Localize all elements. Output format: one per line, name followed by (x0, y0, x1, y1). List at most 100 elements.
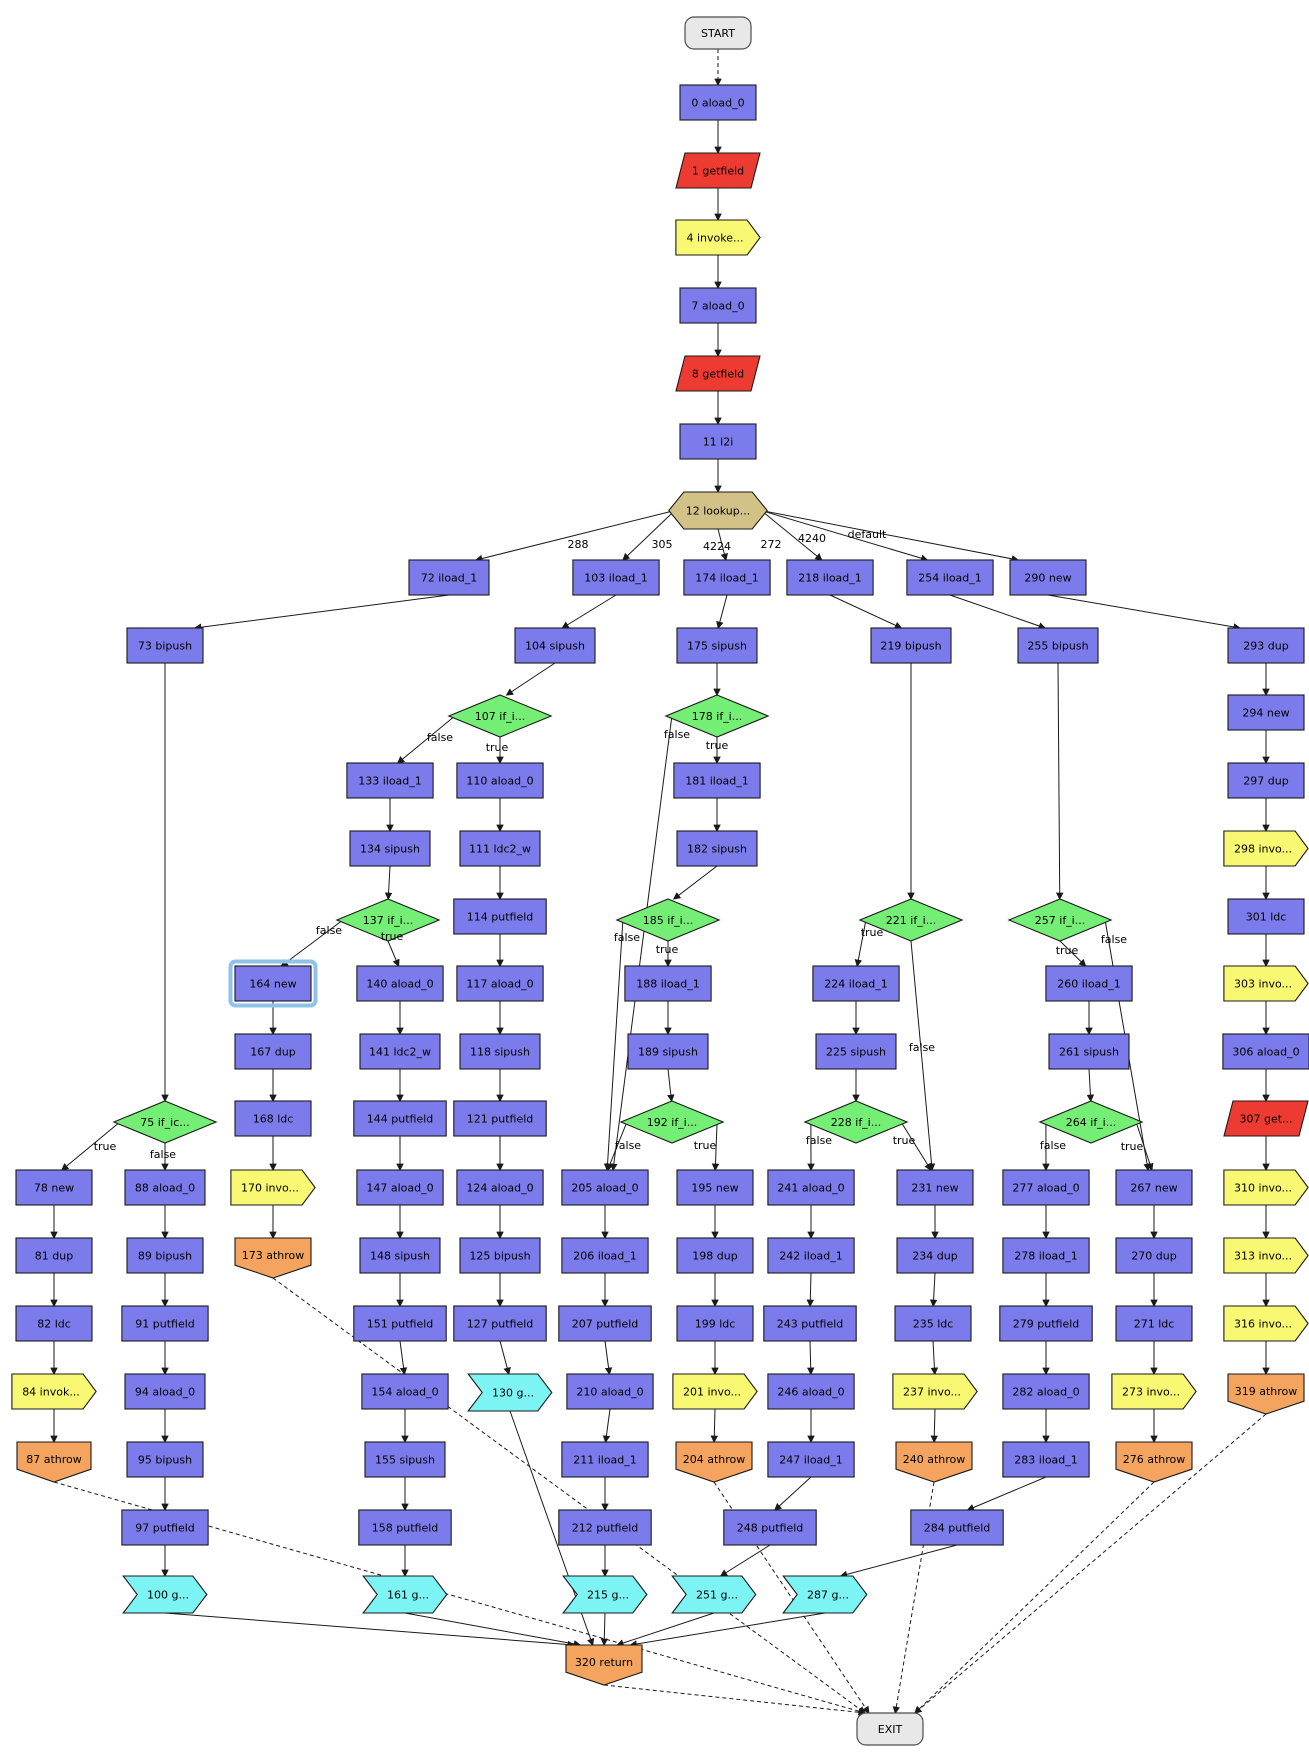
node-221[interactable]: 221 if_i... (858, 898, 964, 942)
node-206[interactable]: 206 iload_1 (561, 1237, 649, 1274)
node-164[interactable]: 164 new (228, 959, 318, 1008)
node-303[interactable]: 303 invo... (1223, 965, 1309, 1002)
node-201[interactable]: 201 invo... (672, 1373, 758, 1410)
node-141[interactable]: 141 ldc2_w (359, 1033, 441, 1070)
node-264[interactable]: 264 if_i... (1038, 1100, 1144, 1144)
node-0[interactable]: 0 aload_0 (679, 84, 757, 121)
node-87[interactable]: 87 athrow (16, 1441, 92, 1483)
node-231[interactable]: 231 new (896, 1169, 974, 1206)
node-84[interactable]: 84 invok... (11, 1373, 97, 1410)
node-4[interactable]: 4 invoke... (675, 219, 761, 256)
node-170[interactable]: 170 invo... (230, 1169, 316, 1206)
node-95[interactable]: 95 bipush (126, 1441, 204, 1478)
node-210[interactable]: 210 aload_0 (566, 1373, 654, 1410)
node-8[interactable]: 8 getfield (675, 355, 761, 392)
node-151[interactable]: 151 putfield (353, 1305, 447, 1342)
node-148[interactable]: 148 sipush (359, 1237, 441, 1274)
node-219[interactable]: 219 bipush (870, 627, 952, 664)
node-284[interactable]: 284 putfield (910, 1509, 1004, 1546)
node-205[interactable]: 205 aload_0 (561, 1169, 649, 1206)
node-175[interactable]: 175 sipush (676, 627, 758, 664)
node-181[interactable]: 181 iload_1 (673, 762, 761, 799)
node-147[interactable]: 147 aload_0 (356, 1169, 444, 1206)
node-316[interactable]: 316 invo... (1223, 1305, 1309, 1342)
node-320[interactable]: 320 return (565, 1644, 643, 1686)
node-228[interactable]: 228 if_i... (803, 1100, 909, 1144)
node-251[interactable]: 251 g... (671, 1575, 757, 1614)
node-121[interactable]: 121 putfield (453, 1100, 547, 1137)
node-185[interactable]: 185 if_i... (615, 898, 721, 942)
node-110[interactable]: 110 aload_0 (456, 762, 544, 799)
node-246[interactable]: 246 aload_0 (767, 1373, 855, 1410)
node-283[interactable]: 283 iload_1 (1002, 1441, 1090, 1478)
node-207[interactable]: 207 putfield (558, 1305, 652, 1342)
node-118[interactable]: 118 sipush (459, 1033, 541, 1070)
node-125[interactable]: 125 bipush (459, 1237, 541, 1274)
node-103[interactable]: 103 iload_1 (572, 559, 660, 596)
node-257[interactable]: 257 if_i... (1007, 898, 1113, 942)
node-97[interactable]: 97 putfield (121, 1509, 209, 1546)
node-218[interactable]: 218 iload_1 (786, 559, 874, 596)
node-273[interactable]: 273 invo... (1111, 1373, 1197, 1410)
node-167[interactable]: 167 dup (234, 1033, 312, 1070)
node-310[interactable]: 310 invo... (1223, 1169, 1309, 1206)
node-297[interactable]: 297 dup (1227, 762, 1305, 799)
node-319[interactable]: 319 athrow (1227, 1373, 1305, 1415)
node-7[interactable]: 7 aload_0 (679, 287, 757, 324)
node-155[interactable]: 155 sipush (364, 1441, 446, 1478)
node-293[interactable]: 293 dup (1227, 627, 1305, 664)
node-282[interactable]: 282 aload_0 (1002, 1373, 1090, 1410)
node-73[interactable]: 73 bipush (126, 627, 204, 664)
node-255[interactable]: 255 bipush (1017, 627, 1099, 664)
node-114[interactable]: 114 putfield (453, 898, 547, 935)
node-224[interactable]: 224 iload_1 (812, 965, 900, 1002)
node-124[interactable]: 124 aload_0 (456, 1169, 544, 1206)
node-1[interactable]: 1 getfield (675, 152, 761, 189)
node-127[interactable]: 127 putfield (453, 1305, 547, 1342)
node-279[interactable]: 279 putfield (999, 1305, 1093, 1342)
node-11[interactable]: 11 l2i (679, 423, 757, 460)
node-215[interactable]: 215 g... (562, 1575, 648, 1614)
node-173[interactable]: 173 athrow (234, 1237, 312, 1279)
node-192[interactable]: 192 if_i... (619, 1100, 725, 1144)
node-158[interactable]: 158 putfield (358, 1509, 452, 1546)
node-261[interactable]: 261 sipush (1048, 1033, 1130, 1070)
node-242[interactable]: 242 iload_1 (767, 1237, 855, 1274)
node-267[interactable]: 267 new (1115, 1169, 1193, 1206)
node-298[interactable]: 298 invo... (1223, 830, 1309, 867)
node-89[interactable]: 89 bipush (126, 1237, 204, 1274)
node-313[interactable]: 313 invo... (1223, 1237, 1309, 1274)
exit-node[interactable]: EXIT (856, 1712, 924, 1746)
node-161[interactable]: 161 g... (362, 1575, 448, 1614)
node-168[interactable]: 168 ldc (234, 1100, 312, 1137)
node-78[interactable]: 78 new (15, 1169, 93, 1206)
node-276[interactable]: 276 athrow (1115, 1441, 1193, 1483)
node-117[interactable]: 117 aload_0 (456, 965, 544, 1002)
node-12[interactable]: 12 lookup... (668, 491, 768, 530)
node-211[interactable]: 211 iload_1 (561, 1441, 649, 1478)
node-75[interactable]: 75 if_ic... (112, 1100, 218, 1144)
node-91[interactable]: 91 putfield (121, 1305, 209, 1342)
node-306[interactable]: 306 aload_0 (1222, 1033, 1309, 1070)
node-178[interactable]: 178 if_i... (664, 694, 770, 738)
node-241[interactable]: 241 aload_0 (767, 1169, 855, 1206)
node-287[interactable]: 287 g... (782, 1575, 868, 1614)
node-212[interactable]: 212 putfield (558, 1509, 652, 1546)
node-134[interactable]: 134 sipush (349, 830, 431, 867)
node-199[interactable]: 199 ldc (676, 1305, 754, 1342)
node-188[interactable]: 188 iload_1 (624, 965, 712, 1002)
node-271[interactable]: 271 ldc (1115, 1305, 1193, 1342)
node-278[interactable]: 278 iload_1 (1002, 1237, 1090, 1274)
node-277[interactable]: 277 aload_0 (1002, 1169, 1090, 1206)
node-301[interactable]: 301 ldc (1227, 898, 1305, 935)
node-174[interactable]: 174 iload_1 (683, 559, 771, 596)
node-81[interactable]: 81 dup (15, 1237, 93, 1274)
start-node[interactable]: START (684, 16, 752, 50)
node-240[interactable]: 240 athrow (895, 1441, 973, 1483)
node-111[interactable]: 111 ldc2_w (459, 830, 541, 867)
node-270[interactable]: 270 dup (1115, 1237, 1193, 1274)
node-198[interactable]: 198 dup (676, 1237, 754, 1274)
node-130[interactable]: 130 g... (467, 1373, 553, 1412)
node-137[interactable]: 137 if_i... (335, 898, 441, 942)
node-294[interactable]: 294 new (1227, 694, 1305, 731)
